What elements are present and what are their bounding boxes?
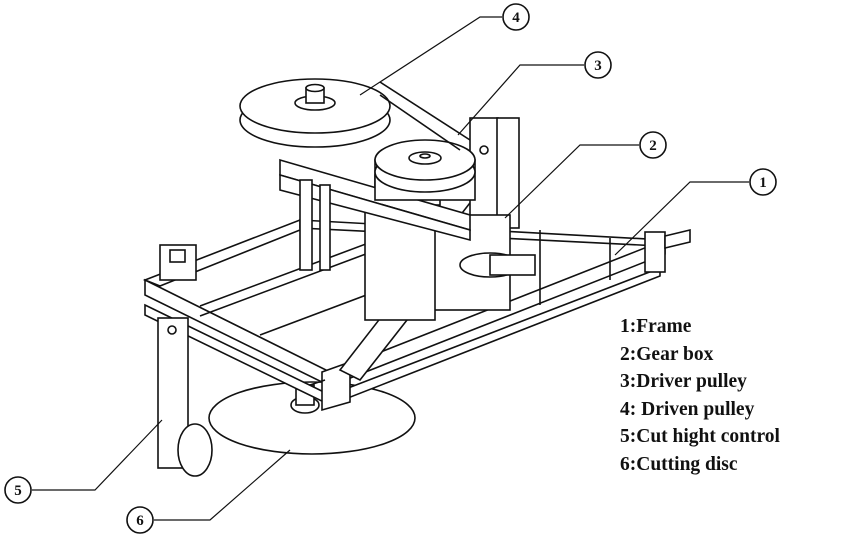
legend-item: 1:Frame (620, 316, 692, 337)
legend-item: 4: Driven pulley (620, 398, 755, 420)
svg-text:1: 1 (759, 175, 767, 191)
callout-4: 4 (502, 3, 530, 31)
callout-5: 5 (4, 476, 32, 504)
svg-text:2: 2 (649, 138, 657, 154)
svg-text:4: 4 (512, 10, 520, 26)
callout-2: 2 (639, 131, 667, 159)
leader-lines (32, 16, 749, 521)
callout-6: 6 (126, 506, 154, 534)
svg-text:5: 5 (14, 483, 22, 499)
height-control (157, 244, 213, 477)
driven-pulley (239, 78, 391, 148)
callout-3: 3 (584, 51, 612, 79)
legend-item: 5:Cut hight control (620, 426, 780, 447)
svg-text:6: 6 (136, 513, 144, 529)
belt-line (379, 94, 461, 151)
cutting-disc (208, 381, 416, 455)
legend-item: 6:Cutting disc (620, 453, 738, 475)
legend-item: 3:Driver pulley (620, 371, 747, 392)
belt-line (379, 81, 471, 141)
parts-legend: 1:Frame 2:Gear box 3:Driver pulley 4: Dr… (620, 313, 780, 478)
svg-text:3: 3 (594, 58, 602, 74)
legend-item: 2:Gear box (620, 343, 714, 365)
callout-1: 1 (749, 168, 777, 196)
driver-pulley (374, 139, 476, 201)
